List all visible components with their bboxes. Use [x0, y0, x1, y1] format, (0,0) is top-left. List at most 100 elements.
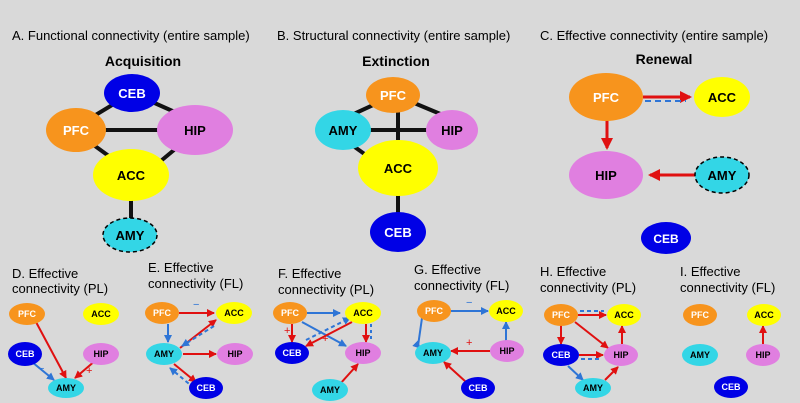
- panel-g: G. Effective connectivity (FL) − + PFC A…: [412, 262, 524, 399]
- b-amy-label: AMY: [329, 123, 358, 138]
- panel-d-title-line2: connectivity (PL): [12, 281, 108, 296]
- panel-i: I. Effective connectivity (FL) PFC ACC A…: [680, 264, 781, 398]
- a-pfc-label: PFC: [63, 123, 90, 138]
- i-amy-label: AMY: [690, 350, 710, 360]
- b-hip-node: [426, 110, 478, 150]
- g-pfc-node: [417, 300, 451, 322]
- d-arrow-ceb-amy: [31, 361, 55, 381]
- e-hip-label: HIP: [227, 349, 242, 359]
- a-acc-node: [93, 149, 169, 201]
- h-ceb-node: [543, 344, 579, 366]
- d-pfc-node: [9, 303, 45, 325]
- a-hip-label: HIP: [184, 123, 206, 138]
- h-ceb-label: CEB: [551, 350, 571, 360]
- f-hip-label: HIP: [355, 348, 370, 358]
- i-amy-node: [682, 344, 718, 366]
- d-ceb-label: CEB: [15, 349, 35, 359]
- a-acc-label: ACC: [117, 168, 146, 183]
- e-amy-label: AMY: [154, 349, 174, 359]
- i-pfc-node: [683, 304, 717, 326]
- c-pfc-node: [569, 73, 643, 121]
- g-arrow-ceb-amy: [443, 361, 467, 383]
- c-amy-label: AMY: [708, 168, 737, 183]
- h-pfc-node: [544, 304, 578, 326]
- d-acc-node: [83, 303, 119, 325]
- e-ceb-node: [189, 377, 223, 399]
- panel-f-title-line1: F. Effective: [278, 266, 341, 281]
- panel-b: B. Structural connectivity (entire sampl…: [277, 28, 510, 252]
- panel-d: D. Effective connectivity (PL) − + PFC A…: [8, 266, 119, 398]
- panel-e-title-line1: E. Effective: [148, 260, 214, 275]
- a-amy-label: AMY: [116, 228, 145, 243]
- f-arrow-ceb-acc: [305, 317, 351, 341]
- panel-i-title-line2: connectivity (FL): [680, 280, 775, 295]
- i-hip-label: HIP: [755, 350, 770, 360]
- g-hip-label: HIP: [499, 346, 514, 356]
- g-ceb-node: [461, 377, 495, 399]
- f-pfc-label: PFC: [281, 308, 300, 318]
- panel-a-phase: Acquisition: [105, 53, 181, 69]
- d-sign-plus: +: [86, 365, 92, 377]
- g-amy-node: [415, 342, 451, 364]
- b-pfc-label: PFC: [380, 88, 407, 103]
- g-hip-node: [490, 340, 524, 362]
- h-arrow-amy-hip: [604, 366, 619, 381]
- e-arrow-amy-ceb: [173, 363, 197, 383]
- i-pfc-label: PFC: [691, 310, 710, 320]
- g-acc-node: [489, 300, 523, 322]
- f-hip-node: [345, 342, 381, 364]
- f-arrow-pfc-hip: [301, 321, 347, 347]
- panel-h-title-line1: H. Effective: [540, 264, 606, 279]
- e-sign-minus: −: [193, 299, 199, 311]
- a-amy-node: [102, 217, 158, 253]
- d-amy-node: [48, 378, 84, 398]
- b-ceb-label: CEB: [384, 225, 411, 240]
- panel-f-title-line2: connectivity (PL): [278, 282, 374, 297]
- c-pfc-label: PFC: [593, 90, 620, 105]
- panel-a-title: A. Functional connectivity (entire sampl…: [12, 28, 250, 43]
- d-arrow-pfc-amy: [35, 321, 67, 379]
- g-acc-label: ACC: [496, 306, 516, 316]
- d-acc-label: ACC: [91, 309, 111, 319]
- e-ceb-label: CEB: [196, 383, 216, 393]
- panel-h-title-line2: connectivity (PL): [540, 280, 636, 295]
- e-amy-node: [146, 343, 182, 365]
- a-ceb-label: CEB: [118, 86, 145, 101]
- i-hip-node: [746, 344, 780, 366]
- b-amy-node: [315, 110, 371, 150]
- f-ceb-node: [275, 342, 309, 364]
- c-ceb-node: [641, 222, 691, 254]
- d-hip-node: [83, 343, 119, 365]
- h-acc-node: [607, 304, 641, 326]
- e-pfc-label: PFC: [153, 308, 172, 318]
- f-sign-plus: +: [284, 325, 290, 337]
- c-acc-node: [694, 77, 750, 117]
- g-pfc-label: PFC: [425, 306, 444, 316]
- panel-f: F. Effective connectivity (PL) + + PFC A…: [273, 266, 381, 401]
- g-amy-label: AMY: [423, 348, 443, 358]
- d-amy-label: AMY: [56, 383, 76, 393]
- b-acc-node: [358, 140, 438, 196]
- i-acc-label: ACC: [754, 310, 774, 320]
- panel-e: E. Effective connectivity (FL) − PFC ACC…: [145, 260, 253, 399]
- h-amy-node: [575, 378, 611, 398]
- a-hip-node: [157, 105, 233, 155]
- e-pfc-node: [145, 302, 179, 324]
- d-sign-minus: −: [38, 363, 44, 375]
- panel-i-title-line1: I. Effective: [680, 264, 740, 279]
- panel-b-phase: Extinction: [362, 53, 430, 69]
- g-sign-minus: −: [466, 297, 472, 309]
- f-arrow-amy-hip: [339, 363, 359, 385]
- h-amy-label: AMY: [583, 383, 603, 393]
- f-sign-x: +: [322, 333, 328, 345]
- e-arrow-ceb-amy: [169, 367, 195, 389]
- panel-g-title-line2: connectivity (FL): [414, 278, 509, 293]
- c-hip-label: HIP: [595, 168, 617, 183]
- g-ceb-label: CEB: [468, 383, 488, 393]
- h-pfc-label: PFC: [552, 310, 571, 320]
- h-arrow-pfc-hip: [574, 321, 609, 349]
- c-hip-node: [569, 151, 643, 199]
- d-hip-label: HIP: [93, 349, 108, 359]
- panel-c-title: C. Effective connectivity (entire sample…: [540, 28, 768, 43]
